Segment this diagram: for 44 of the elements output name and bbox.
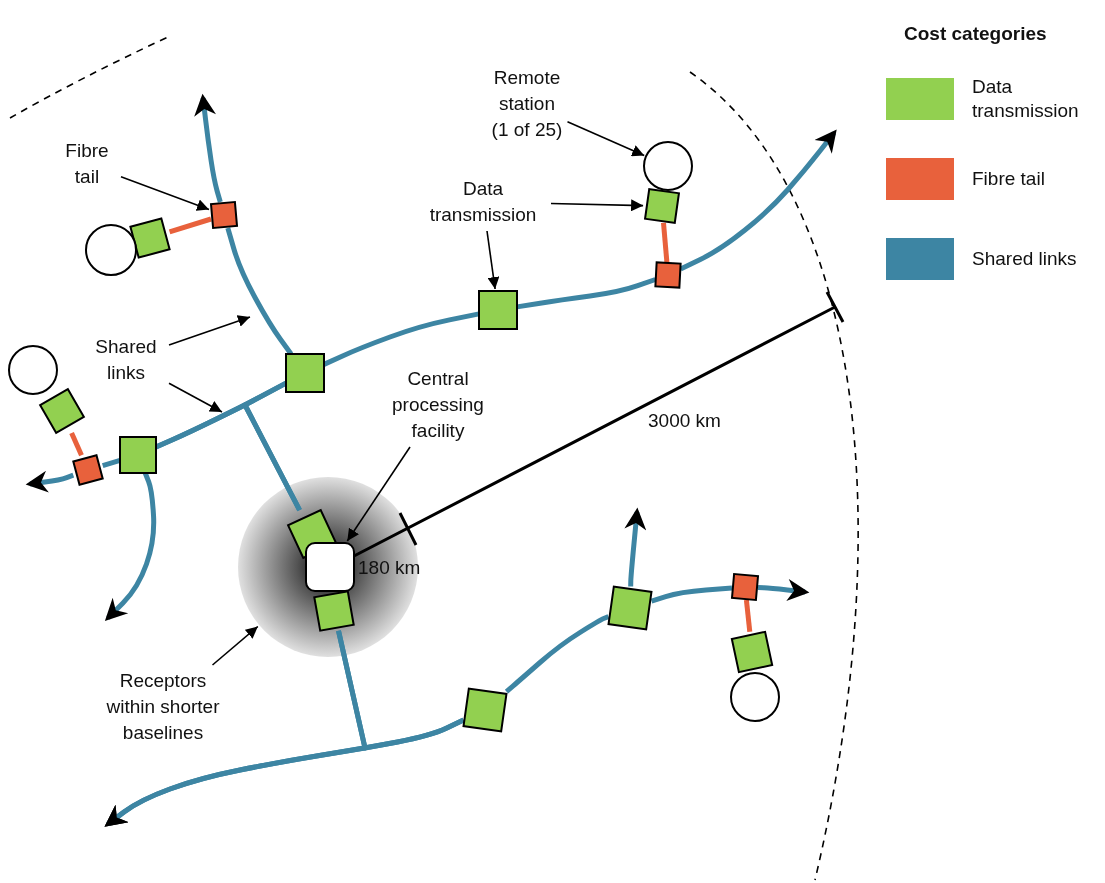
link-arrow — [757, 579, 810, 601]
link-arrow — [624, 507, 647, 587]
shaded-disc — [238, 477, 418, 657]
leader-arrow — [346, 446, 411, 542]
leader-arrow — [550, 199, 644, 212]
square-marker — [285, 353, 325, 393]
square-marker — [119, 436, 157, 474]
link-line — [504, 614, 610, 694]
link-line — [650, 585, 733, 604]
fibre-tail-line — [743, 599, 753, 633]
callout-text: Central processing facility — [382, 366, 494, 444]
fibre-tail-line — [69, 431, 84, 457]
legend-label: Data transmission — [972, 75, 1080, 123]
link-arrow — [104, 717, 465, 827]
legend-label: Shared links — [972, 247, 1078, 271]
section-heading: Cost categories — [904, 22, 1047, 46]
station-circle — [730, 672, 780, 722]
facility-square — [305, 542, 355, 592]
square-marker — [478, 290, 518, 330]
link-arrow — [25, 470, 75, 493]
station-circle — [8, 345, 58, 395]
callout-text: Data transmission — [418, 176, 548, 228]
station-circle — [643, 141, 693, 191]
leader-arrow — [486, 230, 500, 290]
legend-label: Fibre tail — [972, 167, 1046, 191]
link-arrow — [104, 472, 157, 622]
dimension-label: 3000 km — [648, 409, 721, 433]
callout-text: Remote station (1 of 25) — [489, 65, 565, 143]
link-arrow — [194, 93, 223, 203]
leader-arrow — [120, 175, 210, 211]
callout-text: Shared links — [86, 334, 166, 386]
fibre-tail-line — [168, 216, 212, 235]
leader-arrow — [168, 315, 251, 346]
leader-arrow — [566, 121, 645, 157]
callout-text: Receptors within shorter baselines — [99, 668, 227, 746]
link-line — [225, 227, 294, 356]
fibre-tail-line — [661, 222, 670, 263]
callout-text: Fibre tail — [56, 138, 118, 190]
station-circle — [85, 224, 137, 276]
dimension-label: 180 km — [358, 556, 421, 580]
leader-arrow — [211, 625, 259, 666]
link-line — [102, 458, 121, 468]
link-line — [242, 380, 302, 512]
leader-arrow — [168, 382, 223, 413]
